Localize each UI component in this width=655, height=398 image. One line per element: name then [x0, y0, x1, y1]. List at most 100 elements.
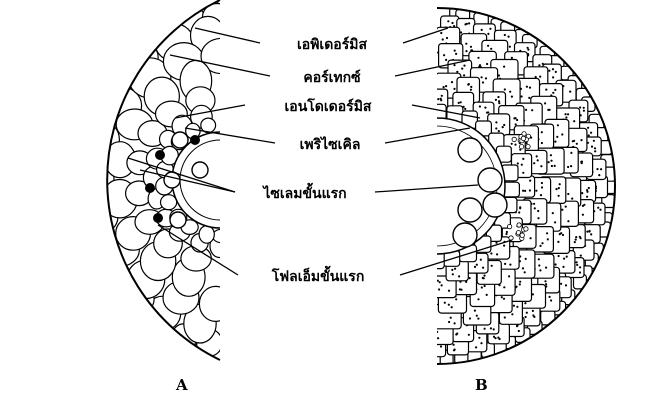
stipple-dot	[508, 275, 510, 277]
cortex-cell	[30, 226, 46, 244]
stipple-dot	[501, 296, 503, 298]
stipple-dot	[515, 117, 517, 119]
stipple-dot	[569, 91, 571, 93]
xylem-vessel	[172, 132, 188, 148]
stipple-dot	[588, 134, 590, 136]
cortex-cell	[129, 0, 147, 18]
stipple-dot	[494, 337, 496, 339]
stipple-dot	[496, 253, 498, 255]
stipple-dot	[581, 192, 583, 194]
stipple-dot	[531, 109, 533, 111]
stipple-dot	[440, 99, 442, 101]
cortex-cell	[115, 302, 142, 328]
cortex-cell	[66, 47, 85, 66]
cortex-cell	[57, 260, 79, 285]
stipple-dot	[468, 22, 470, 24]
stipple-dot	[503, 286, 505, 288]
stipple-dot	[555, 263, 557, 265]
stipple-dot	[468, 334, 470, 336]
panel-b-cross-section	[369, 8, 616, 366]
stipple-dot	[541, 242, 543, 244]
stipple-dot	[596, 168, 598, 170]
stipple-dot	[463, 74, 465, 76]
cortex-cell	[189, 361, 205, 377]
cortex-cell	[148, 3, 169, 23]
stipple-dot	[450, 317, 452, 319]
cortex-cell	[41, 257, 60, 276]
xylem-vessel	[453, 223, 477, 247]
stipple-dot	[490, 48, 492, 50]
cortex-cell	[70, 256, 101, 288]
stipple-dot	[597, 207, 599, 209]
cortex-cell	[199, 286, 231, 321]
cortex-cell	[85, 297, 110, 319]
stipple-dot	[576, 264, 578, 266]
stipple-dot	[550, 154, 552, 156]
stipple-dot	[463, 65, 465, 67]
stipple-dot	[504, 316, 506, 318]
stipple-dot	[445, 85, 447, 87]
stipple-dot	[483, 275, 485, 277]
stipple-dot	[455, 53, 457, 55]
stipple-dot	[528, 97, 530, 99]
stipple-dot	[451, 269, 453, 271]
stipple-dot	[530, 237, 532, 239]
stipple-dot	[566, 256, 568, 258]
stipple-dot	[536, 155, 538, 157]
cortex-cell	[89, 281, 117, 307]
stipple-dot	[448, 321, 450, 323]
stipple-dot	[519, 281, 521, 283]
stipple-dot	[441, 284, 443, 286]
stipple-dot	[586, 196, 588, 198]
stipple-dot	[515, 286, 517, 288]
stipple-dot	[555, 71, 557, 73]
cortex-cell	[61, 194, 97, 228]
stipple-dot	[538, 64, 540, 66]
stipple-dot	[567, 166, 569, 168]
stipple-dot	[559, 233, 561, 235]
stipple-dot	[540, 194, 542, 196]
cortex-cell	[38, 90, 58, 109]
stipple-dot	[544, 102, 546, 104]
cortex-cell	[59, 284, 76, 304]
stipple-dot	[466, 23, 468, 25]
cortex-cell	[126, 328, 147, 347]
cortex-cell	[20, 167, 40, 185]
stipple-dot	[485, 77, 487, 79]
stipple-dot	[454, 268, 456, 270]
stipple-dot	[504, 263, 506, 265]
stipple-dot	[518, 211, 520, 213]
stipple-dot	[482, 267, 484, 269]
stipple-dot	[594, 150, 596, 152]
stipple-dot	[532, 293, 534, 295]
cortex-cell	[105, 13, 126, 31]
stipple-dot	[535, 190, 537, 192]
cortex-cell	[90, 37, 113, 57]
stipple-dot	[431, 347, 433, 349]
stipple-dot	[477, 57, 479, 59]
stipple-dot	[467, 84, 469, 86]
xylem-vessel	[458, 198, 482, 222]
stipple-dot	[579, 266, 581, 268]
stipple-dot	[511, 143, 513, 145]
stipple-dot	[532, 310, 534, 312]
stipple-dot	[481, 286, 483, 288]
stipple-dot	[518, 330, 520, 332]
stipple-dot	[470, 89, 472, 91]
stipple-dot	[526, 312, 528, 314]
stipple-dot	[514, 144, 516, 146]
cortex-cell	[103, 312, 125, 333]
stipple-dot	[460, 31, 462, 33]
stipple-dot	[511, 96, 513, 98]
stipple-dot	[504, 88, 506, 90]
stipple-dot	[516, 119, 518, 121]
stipple-dot	[477, 318, 479, 320]
cortex-cell	[73, 229, 108, 260]
stipple-dot	[513, 305, 515, 307]
cortex-cell	[139, 0, 159, 14]
stipple-dot	[460, 101, 462, 103]
cortex-cell	[32, 152, 54, 171]
cortex-cell	[66, 125, 95, 160]
cortex-cell	[199, 226, 214, 244]
stipple-dot	[487, 33, 489, 35]
